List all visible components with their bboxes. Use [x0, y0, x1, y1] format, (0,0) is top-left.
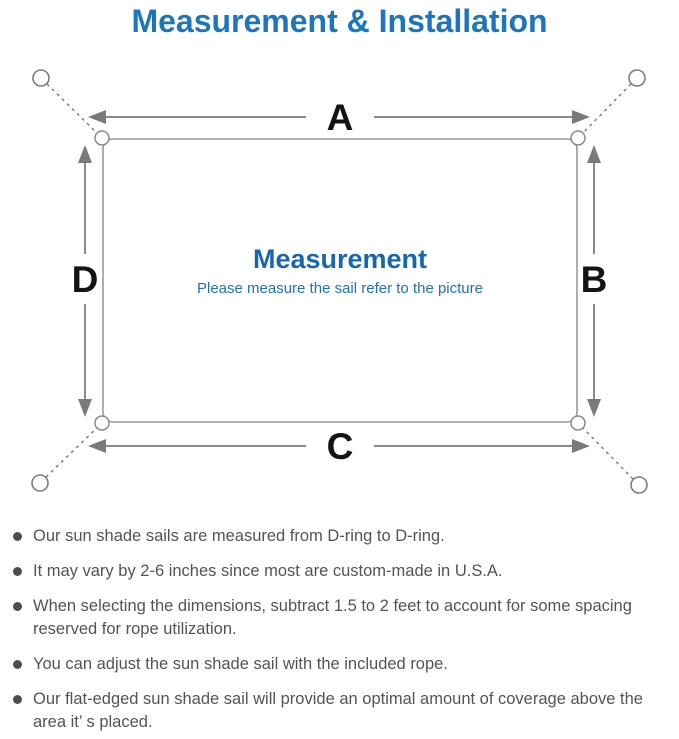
notes-list: Our sun shade sails are measured from D-…	[12, 525, 679, 739]
anchor-ring-top-left-icon	[32, 69, 50, 87]
note-text: You can adjust the sun shade sail with t…	[33, 655, 448, 673]
list-item: Our flat-edged sun shade sail will provi…	[12, 688, 679, 734]
anchor-line-bottom-left	[45, 425, 100, 478]
page-title: Measurement & Installation	[131, 3, 548, 39]
anchor-line-top-right	[580, 83, 632, 136]
anchor-ring-top-right-icon	[628, 69, 646, 87]
note-text: Our sun shade sails are measured from D-…	[33, 527, 445, 545]
list-item: When selecting the dimensions, subtract …	[12, 595, 679, 641]
dimension-label-b: B	[581, 259, 608, 300]
d-ring-top-right-icon	[570, 130, 586, 146]
anchor-line-bottom-right	[580, 425, 634, 480]
note-text: When selecting the dimensions, subtract …	[33, 597, 632, 638]
measurement-callout-subtitle: Please measure the sail refer to the pic…	[197, 280, 483, 297]
anchor-ring-bottom-left-icon	[31, 474, 49, 492]
measurement-callout-title: Measurement	[252, 244, 428, 274]
bullet-icon	[13, 602, 22, 611]
d-ring-top-left-icon	[94, 130, 110, 146]
d-ring-bottom-left-icon	[94, 415, 110, 431]
d-ring-bottom-right-icon	[570, 415, 586, 431]
bullet-icon	[13, 695, 22, 704]
bullet-icon	[13, 660, 22, 669]
sail-measurement-diagram: A B C D	[31, 69, 648, 494]
sail-outline	[102, 138, 578, 423]
list-item: It may vary by 2-6 inches since most are…	[12, 560, 679, 583]
note-text: Our flat-edged sun shade sail will provi…	[33, 690, 643, 731]
arrow-a	[88, 110, 590, 124]
anchor-line-top-left	[46, 83, 100, 136]
note-text: It may vary by 2-6 inches since most are…	[33, 562, 503, 580]
arrow-b	[587, 145, 601, 417]
arrow-c	[88, 439, 590, 453]
list-item: You can adjust the sun shade sail with t…	[12, 653, 679, 676]
measurement-callout: Measurement Please measure the sail refe…	[103, 243, 577, 299]
arrow-d	[78, 145, 92, 417]
dimension-label-d: D	[72, 259, 99, 300]
bullet-icon	[13, 567, 22, 576]
anchor-ring-bottom-right-icon	[630, 476, 648, 494]
dimension-label-c: C	[327, 426, 354, 467]
list-item: Our sun shade sails are measured from D-…	[12, 525, 679, 548]
bullet-icon	[13, 532, 22, 541]
dimension-label-a: A	[327, 97, 354, 138]
